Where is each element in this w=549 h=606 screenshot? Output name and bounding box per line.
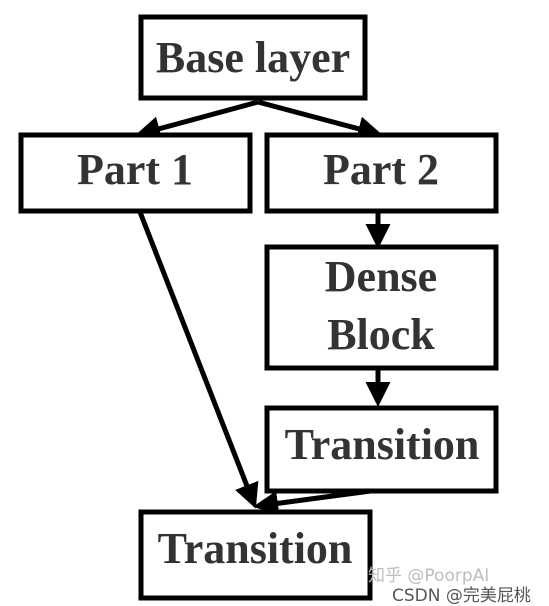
node-part2: Part 2: [264, 132, 499, 214]
node-dense-block: Dense Block: [264, 244, 499, 371]
node-transition-final: Transition: [138, 509, 373, 601]
zhihu-watermark: 知乎 @PoorpAI: [368, 566, 489, 586]
transition-upper-label: Transition: [285, 420, 480, 469]
part1-label: Part 1: [77, 145, 193, 194]
node-base-layer: Base layer: [138, 14, 368, 101]
dense-block-label-line2: Block: [327, 310, 435, 359]
part2-label: Part 2: [323, 145, 439, 194]
csdn-watermark: CSDN @完美屁桃: [392, 586, 531, 606]
transition-final-label: Transition: [158, 524, 353, 573]
node-part1: Part 1: [18, 132, 253, 214]
edge-base-to-part2: [257, 99, 383, 141]
dense-block-label-line1: Dense: [325, 252, 437, 301]
base-layer-label: Base layer: [156, 33, 350, 82]
watermark: 知乎 @PoorpAI CSDN @完美屁桃: [368, 566, 531, 606]
edge-part1-to-final-transition: [137, 211, 259, 509]
node-transition-upper: Transition: [264, 405, 499, 494]
edge-base-to-part1: [135, 99, 259, 141]
